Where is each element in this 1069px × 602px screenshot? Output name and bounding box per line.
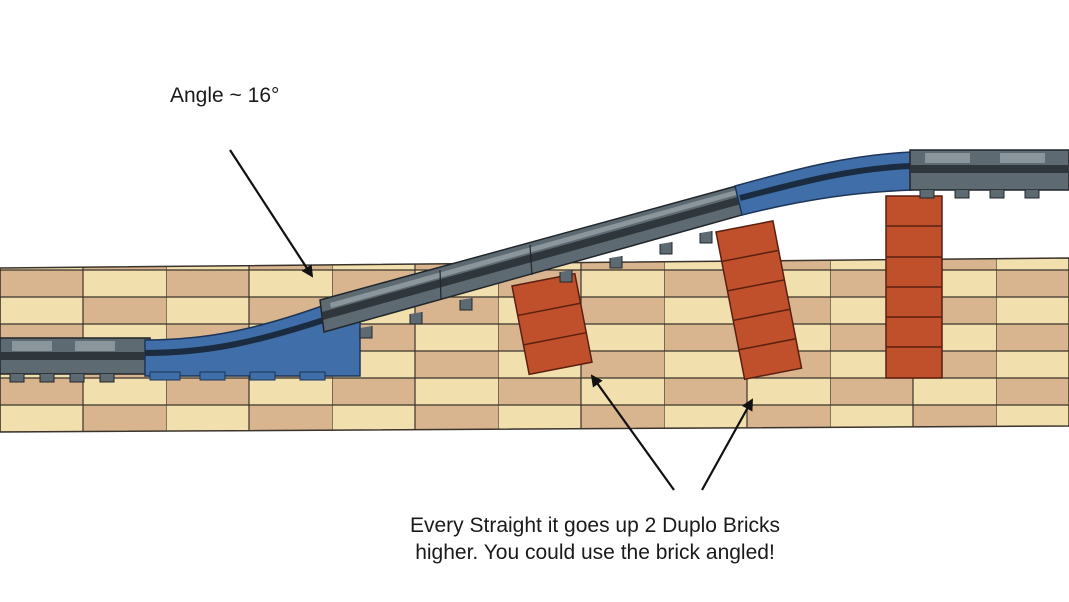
arrow-brick-small — [590, 374, 675, 491]
caption-line-2: higher. You could use the brick angled! — [415, 541, 775, 564]
duplo-track — [0, 149, 1069, 383]
track-flat-right — [909, 149, 1069, 199]
brick-support-tall — [885, 195, 943, 379]
track-straight-incline — [319, 184, 743, 339]
track-flat-left — [0, 337, 151, 383]
caption-annotation: Every Straight it goes up 2 Duplo Bricks… — [330, 512, 860, 566]
angle-annotation: Angle ~ 16° — [170, 84, 280, 107]
track-ramp-bottom — [144, 297, 361, 381]
brick-support-medium — [715, 220, 803, 381]
caption-line-1: Every Straight it goes up 2 Duplo Bricks — [409, 514, 780, 537]
arrow-angle — [229, 149, 314, 278]
brick-support-small — [511, 272, 593, 376]
arrow-brick-medium — [701, 398, 753, 491]
